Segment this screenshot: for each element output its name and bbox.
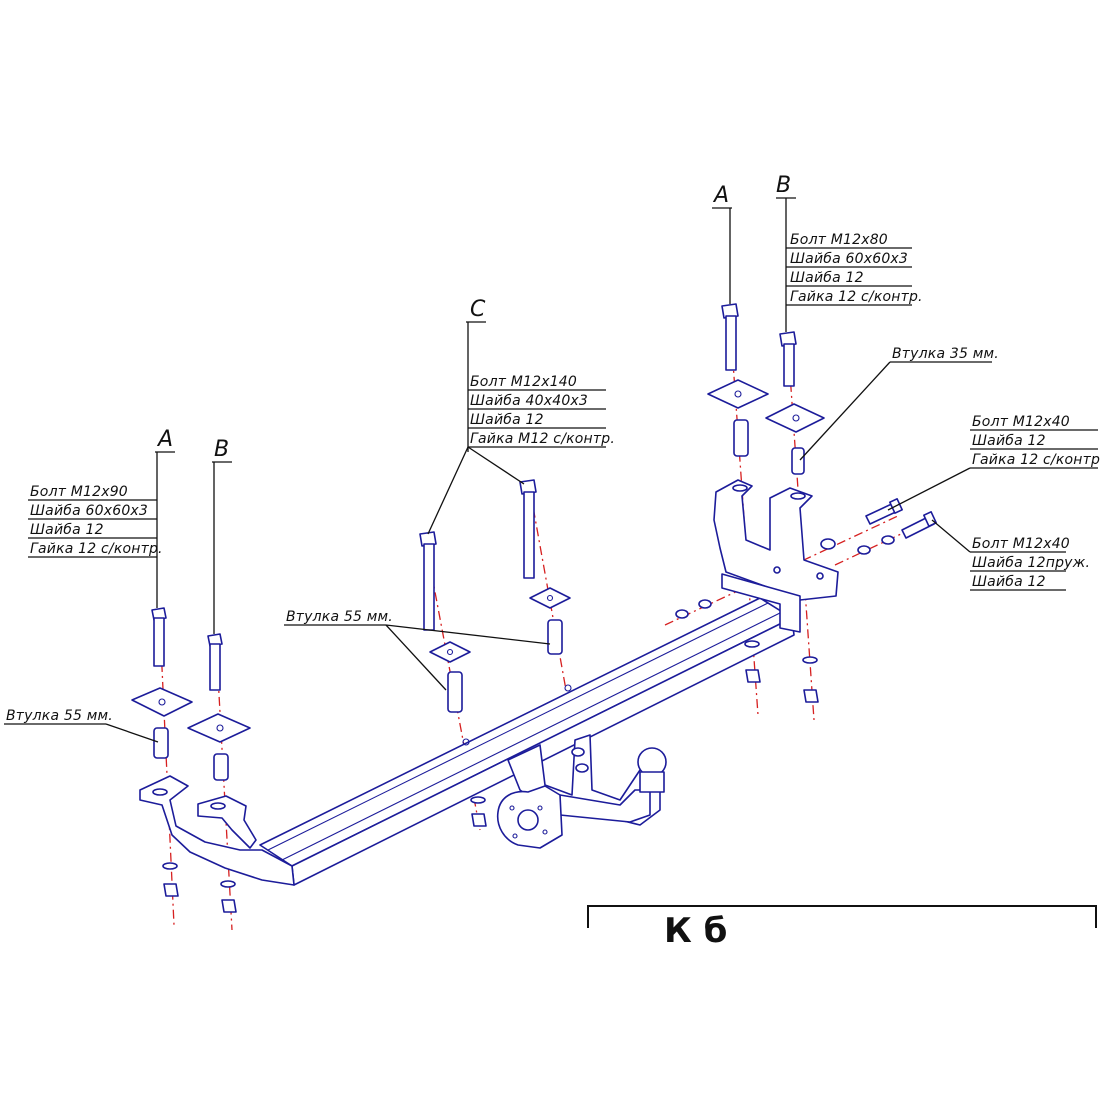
left-fastener-a	[131, 607, 193, 897]
spec-side1-2: Шайба 12	[972, 433, 1046, 449]
left-bracket	[139, 775, 295, 886]
spec-left-2: Шайба 60х60х3	[30, 503, 148, 519]
spec-side2-2: Шайба 12пруж.	[972, 555, 1090, 571]
spec-side1-1: Болт М12х40	[972, 414, 1070, 430]
spec-center-3: Шайба 12	[470, 412, 544, 428]
title-block: К б	[580, 905, 1100, 958]
spec-side1-3: Гайка 12 с/контр.	[972, 452, 1100, 468]
labels-side-bolts: Болт М12х40 Шайба 12 Гайка 12 с/контр. Б…	[972, 414, 1100, 590]
right-fastener-a	[707, 303, 769, 683]
left-fastener-b	[187, 633, 251, 913]
sleeve-center-label: Втулка 55 мм.	[286, 609, 393, 625]
spec-right-2: Шайба 60х60х3	[790, 251, 908, 267]
letter-left-b: B	[214, 437, 229, 462]
spec-center-2: Шайба 40х40х3	[470, 393, 588, 409]
spec-left-3: Шайба 12	[30, 522, 104, 538]
spec-side2-3: Шайба 12	[972, 574, 1046, 590]
right-fastener-b	[765, 331, 825, 703]
spec-left-4: Гайка 12 с/контр.	[30, 541, 163, 557]
spec-right-1: Болт М12х80	[790, 232, 888, 248]
spec-side2-1: Болт М12х40	[972, 536, 1070, 552]
leader-lines	[4, 197, 1098, 743]
labels-center-group: С Болт М12х140 Шайба 40х40х3 Шайба 12 Га…	[286, 297, 615, 625]
spec-center-1: Болт М12х140	[470, 374, 577, 390]
title-block-text: К б	[664, 911, 727, 951]
spec-right-4: Гайка 12 с/контр.	[790, 289, 923, 305]
letter-right-a: A	[712, 183, 729, 208]
labels-left-group: A B Болт М12х90 Шайба 60х60х3 Шайба 12 Г…	[6, 427, 229, 724]
sleeve-right-label: Втулка 35 мм.	[892, 346, 999, 362]
spec-right-3: Шайба 12	[790, 270, 864, 286]
right-bracket	[713, 479, 839, 633]
spec-center-4: Гайка М12 с/контр.	[470, 431, 615, 447]
labels-right-group: A B Болт М12х80 Шайба 60х60х3 Шайба 12 Г…	[712, 173, 999, 362]
spec-left-1: Болт М12х90	[30, 484, 128, 500]
letter-left-a: A	[156, 427, 173, 452]
letter-right-b: B	[776, 173, 791, 198]
tow-hitch	[496, 734, 667, 849]
sleeve-left-label: Втулка 55 мм.	[6, 708, 113, 724]
letter-center-c: С	[470, 297, 486, 322]
